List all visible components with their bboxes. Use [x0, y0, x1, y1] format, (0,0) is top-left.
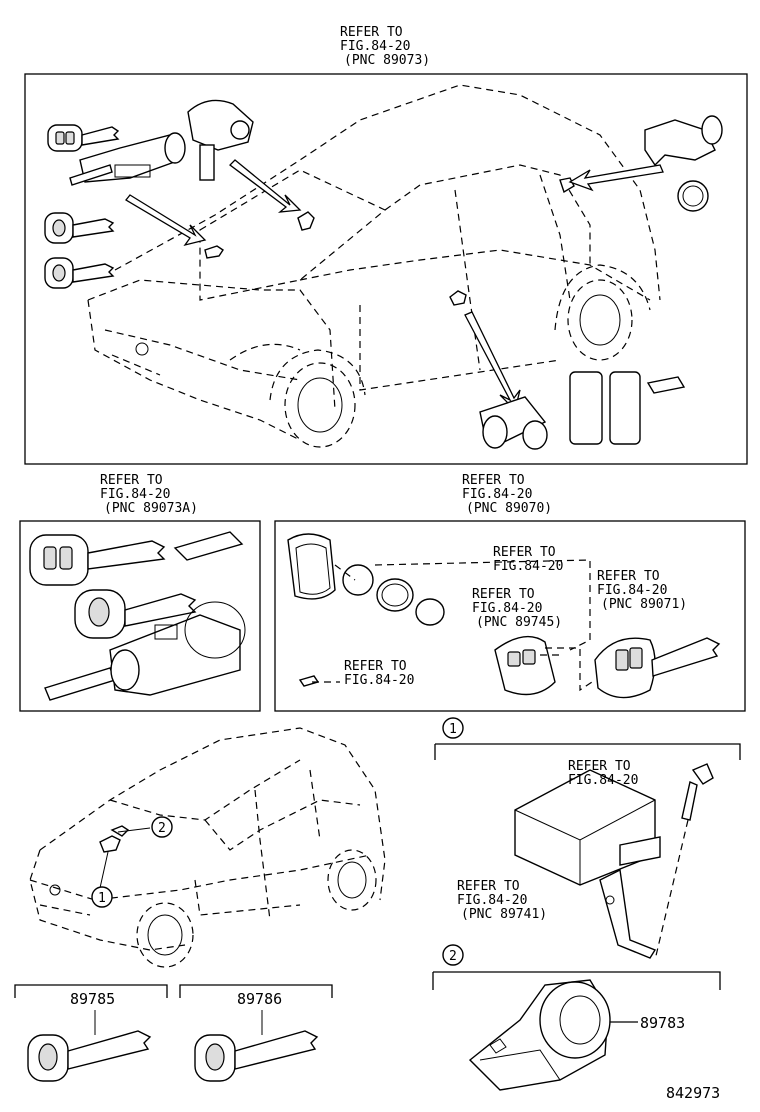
- callout-1-ref1: REFER TO FIG.84-20: [568, 759, 638, 788]
- door-lock-cylinder-icon: [479, 396, 548, 450]
- svg-text:89786: 89786: [237, 990, 282, 1008]
- svg-text:FIG.84-20: FIG.84-20: [100, 487, 170, 502]
- svg-text:REFER TO: REFER TO: [344, 659, 407, 674]
- ignition-cylinder-icon: [69, 132, 186, 186]
- svg-text:REFER TO: REFER TO: [597, 569, 660, 584]
- key-icon: [47, 124, 120, 152]
- o-ring-icon: [342, 564, 374, 596]
- svg-text:2: 2: [449, 949, 457, 964]
- part-89786-group: 89786: [179, 984, 333, 1082]
- svg-text:(PNC 89073): (PNC 89073): [344, 53, 430, 68]
- svg-text:FIG.84-20: FIG.84-20: [340, 39, 410, 54]
- transmitter-icon: [494, 635, 556, 696]
- svg-text:1: 1: [449, 722, 457, 737]
- mid-ref-c: REFER TO FIG.84-20 (PNC 89071): [597, 569, 687, 612]
- arrow-icon: [464, 311, 521, 412]
- svg-text:REFER TO: REFER TO: [457, 879, 520, 894]
- key-icon: [44, 257, 115, 289]
- screw-icon: [298, 675, 320, 687]
- svg-text:REFER TO: REFER TO: [100, 473, 163, 488]
- lower-vehicle: [29, 727, 386, 968]
- top-panel-border: [24, 73, 748, 465]
- left-keys-group: [29, 531, 246, 701]
- svg-text:REFER TO: REFER TO: [340, 25, 403, 40]
- svg-text:(PNC 89073A): (PNC 89073A): [104, 501, 198, 516]
- svg-text:(PNC 89071): (PNC 89071): [601, 597, 687, 612]
- svg-text:REFER TO: REFER TO: [462, 473, 525, 488]
- mid-ref-b: REFER TO FIG.84-20 (PNC 89745): [472, 587, 562, 630]
- svg-text:1: 1: [98, 891, 106, 906]
- arrow-icon: [229, 159, 302, 213]
- lock-spot-icon: [204, 245, 224, 259]
- top-vehicle: [87, 84, 661, 448]
- svg-text:REFER TO: REFER TO: [493, 545, 556, 560]
- svg-text:FIG.84-20: FIG.84-20: [462, 487, 532, 502]
- key-icon: [44, 212, 115, 244]
- door-lock-cylinder-icon: [644, 115, 723, 212]
- card-key-icon: [569, 371, 603, 445]
- svg-text:(PNC 89745): (PNC 89745): [476, 615, 562, 630]
- steering-lock-icon: [187, 99, 254, 181]
- car-callout-1: 1: [91, 886, 113, 908]
- svg-text:FIG.84-20: FIG.84-20: [493, 559, 563, 574]
- left-panel-border: [19, 520, 261, 712]
- diagram-number: 842973: [666, 1084, 720, 1102]
- svg-text:FIG.84-20: FIG.84-20: [344, 673, 414, 688]
- bolt-icon: [691, 763, 714, 785]
- svg-text:REFER TO: REFER TO: [472, 587, 535, 602]
- transmitter-parts-group: [287, 533, 721, 699]
- key-icon: [194, 1030, 319, 1082]
- part-number-89783: 89783: [640, 1014, 685, 1032]
- key-icon: [27, 1030, 152, 1082]
- svg-text:FIG.84-20: FIG.84-20: [568, 773, 638, 788]
- svg-text:FIG.84-20: FIG.84-20: [472, 601, 542, 616]
- ignition-cylinder-icon: [44, 601, 246, 701]
- callout-2-header: 2: [432, 944, 721, 990]
- mid-reference-label: REFER TO FIG.84-20 (PNC 89070): [462, 473, 552, 516]
- part-89785-group: 89785: [14, 984, 168, 1082]
- svg-text:2: 2: [158, 821, 166, 836]
- svg-text:FIG.84-20: FIG.84-20: [457, 893, 527, 908]
- top-keys-group: [44, 99, 723, 450]
- callout-1-ref2: REFER TO FIG.84-20 (PNC 89741): [457, 879, 547, 922]
- key-plate-icon: [646, 376, 686, 394]
- key-icon: [29, 534, 166, 586]
- transmitter-case-icon: [287, 533, 336, 600]
- callout-1-header: 1: [434, 717, 741, 760]
- right-panel-border: [274, 520, 746, 712]
- top-reference-label: REFER TO FIG.84-20 (PNC 89073): [340, 25, 430, 68]
- left-reference-label: REFER TO FIG.84-20 (PNC 89073A): [100, 473, 198, 516]
- arrow-icon: [568, 164, 664, 192]
- mid-ref-a: REFER TO FIG.84-20: [493, 545, 563, 574]
- arrow-icon: [125, 194, 207, 247]
- card-key-icon: [609, 371, 641, 445]
- ecu-module-icon: [514, 763, 714, 961]
- svg-text:89785: 89785: [70, 990, 115, 1008]
- battery-icon: [415, 598, 445, 626]
- mid-ref-d: REFER TO FIG.84-20: [344, 659, 414, 688]
- car-callout-2: 2: [151, 816, 173, 838]
- svg-text:(PNC 89741): (PNC 89741): [461, 907, 547, 922]
- svg-text:(PNC 89070): (PNC 89070): [466, 501, 552, 516]
- lock-spot-icon: [99, 835, 121, 853]
- immobilizer-amplifier-icon: [468, 979, 638, 1091]
- svg-text:REFER TO: REFER TO: [568, 759, 631, 774]
- key-plate-icon: [173, 531, 244, 561]
- remote-key-icon: [594, 637, 721, 699]
- key-icon: [74, 589, 197, 639]
- svg-text:FIG.84-20: FIG.84-20: [597, 583, 667, 598]
